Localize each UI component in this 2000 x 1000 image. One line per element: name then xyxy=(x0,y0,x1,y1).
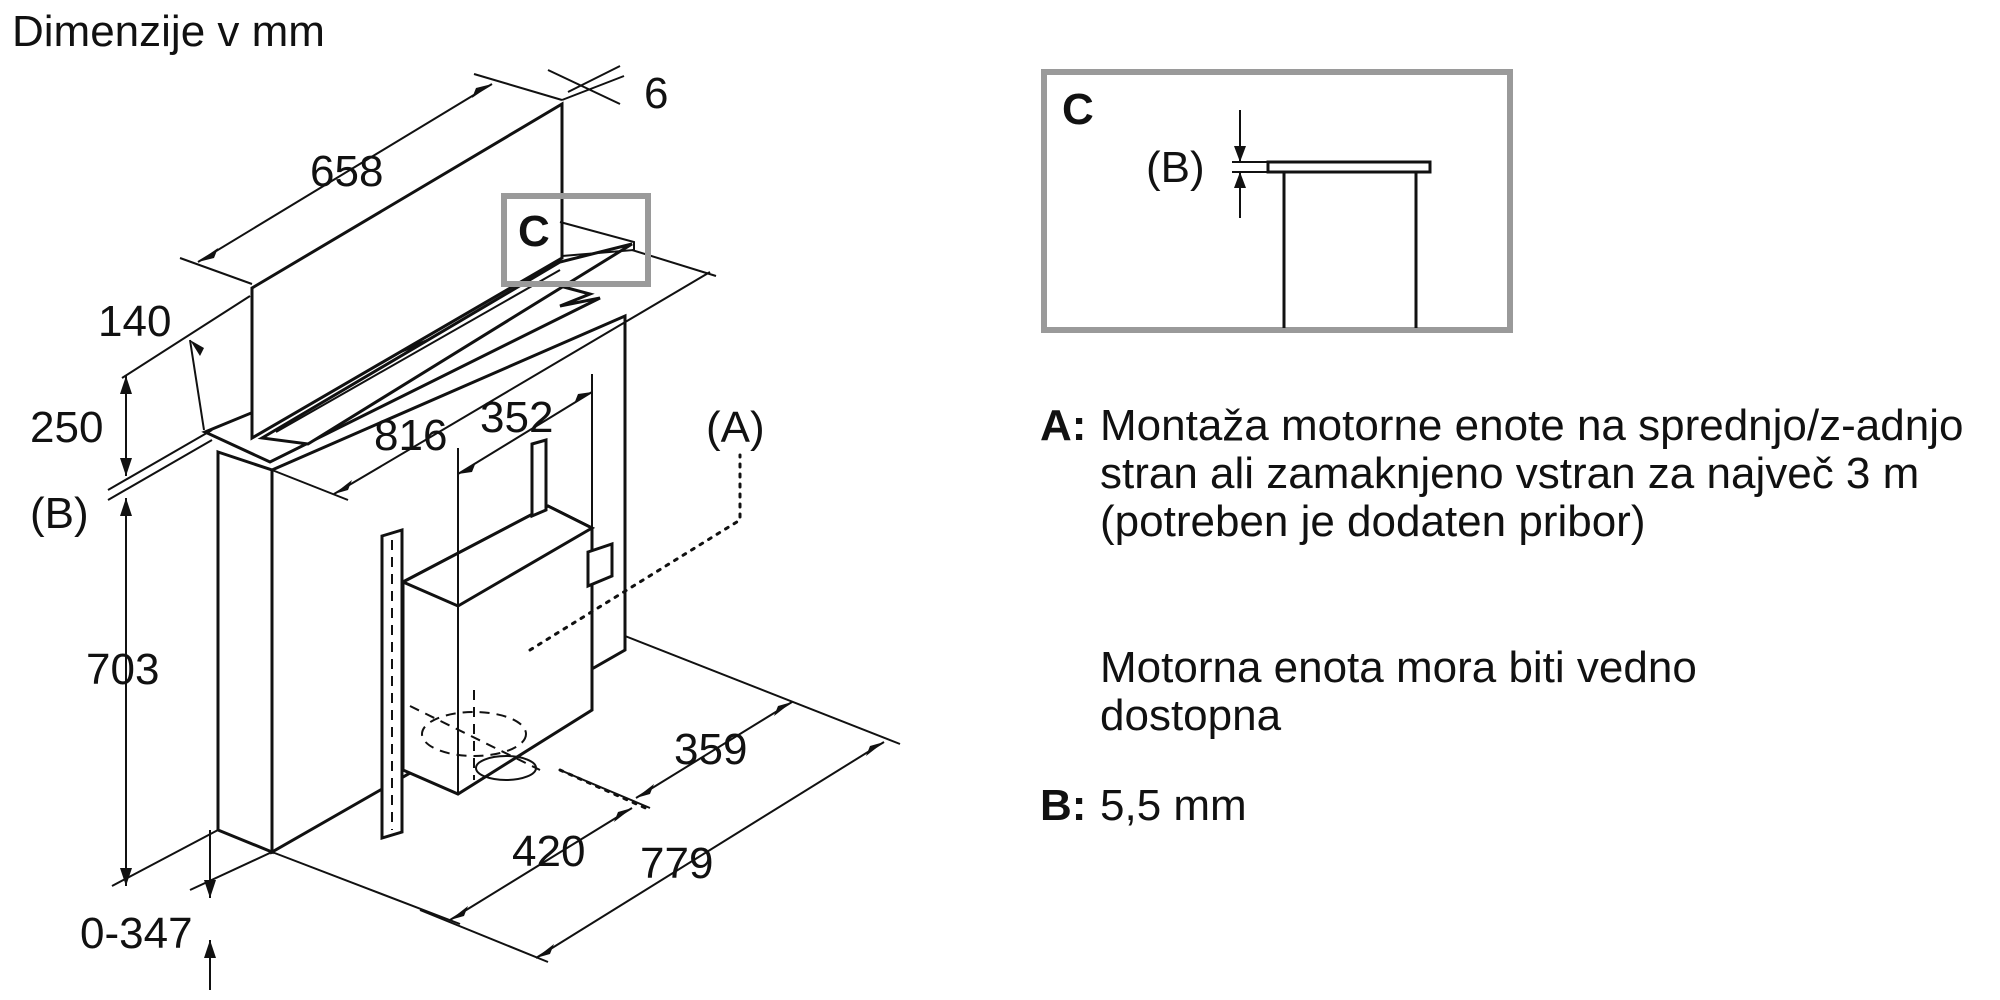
dim-label-779: 779 xyxy=(640,839,713,888)
arrow-703-top xyxy=(120,498,132,516)
arrow-779-right xyxy=(866,742,884,756)
motor-outlet-outline xyxy=(421,711,527,757)
glass-panel xyxy=(250,101,564,441)
dim-label-0-347: 0-347 xyxy=(80,909,193,958)
leader-a xyxy=(528,453,742,652)
panel-cap xyxy=(559,221,635,257)
motor-outlet-axis-1 xyxy=(409,705,541,771)
dim-line-420 xyxy=(449,807,633,921)
dim-line-140 xyxy=(189,339,205,431)
dim-ext-658-left xyxy=(179,257,253,285)
dim-ext-250-a xyxy=(107,429,213,491)
dim-label-816: 816 xyxy=(374,411,447,460)
motor-bracket xyxy=(586,541,614,589)
dim-label-6: 6 xyxy=(644,69,668,118)
arrow-352-right xyxy=(574,392,592,404)
arrow-359-right xyxy=(774,702,792,716)
arrow-140 xyxy=(190,340,204,356)
dim-ext-420-left xyxy=(271,851,461,925)
dim-line-779 xyxy=(535,741,885,959)
motor-fan-cylinder xyxy=(475,755,537,781)
arrow-703-bottom xyxy=(120,868,132,886)
dim-ext-779-left xyxy=(419,909,549,963)
dim-ext-658-right xyxy=(473,73,563,101)
detail-c-plate xyxy=(1266,160,1432,174)
panel-rail-inner-line xyxy=(275,269,561,433)
detail-c-callout-frame xyxy=(501,193,651,287)
dim-line-359 xyxy=(635,701,793,799)
dim-label-703: 703 xyxy=(86,645,159,694)
arrow-420-left xyxy=(450,906,468,920)
dim-line-352 xyxy=(457,391,593,475)
dim-ext-250-b xyxy=(107,439,213,501)
detail-c-frame xyxy=(1041,69,1513,333)
dim-label-140: 140 xyxy=(98,297,171,346)
arrow-352-left xyxy=(458,462,476,474)
dim-ext-816-left xyxy=(271,469,349,501)
dim-line-816 xyxy=(333,271,711,495)
housing-front-face xyxy=(216,449,274,855)
drawing-title: Dimenzije v mm xyxy=(12,7,325,56)
dim-label-352: 352 xyxy=(480,393,553,442)
dim-ext-6-b xyxy=(561,75,625,101)
legend-key-b: B: xyxy=(1040,781,1087,830)
dim-ext-703-bottom xyxy=(111,829,219,887)
legend-text-a: Montaža motorne enote na sprednjo/z-adnj… xyxy=(1100,401,1964,546)
dim-ext-359-top xyxy=(624,635,901,745)
legend-text-access: Motorna enota mora biti vedno dostopna xyxy=(1100,643,1697,740)
arrow-359-left xyxy=(636,784,654,798)
detail-c-arrow-top xyxy=(1234,146,1246,162)
dim-label-250: 250 xyxy=(30,403,103,452)
dim-line-658 xyxy=(197,83,493,263)
arrow-0-347-bottom xyxy=(204,940,216,958)
dim-ext-0-347 xyxy=(189,851,273,891)
arrow-0-347-top xyxy=(204,880,216,898)
detail-c-title: C xyxy=(1062,85,1094,134)
dim-label-658: 658 xyxy=(310,147,383,196)
marker-b-left: (B) xyxy=(30,489,89,538)
legend-key-a: A: xyxy=(1040,401,1087,450)
dim-label-420: 420 xyxy=(512,827,585,876)
arrow-816-left xyxy=(334,480,352,494)
dim-ext-6-a xyxy=(567,65,621,93)
air-pipe-right xyxy=(530,438,548,519)
dim-ext-359-bottom xyxy=(559,769,651,809)
arrow-658-left xyxy=(198,248,218,262)
arrow-250-bottom xyxy=(120,458,132,476)
detail-c-b-label: (B) xyxy=(1146,143,1205,192)
detail-c-callout-label: C xyxy=(518,207,550,256)
marker-a: (A) xyxy=(706,403,765,452)
arrow-779-left xyxy=(536,944,554,958)
dim-ext-140 xyxy=(121,295,251,379)
panel-rail xyxy=(257,242,633,446)
arrow-658-right xyxy=(472,84,492,98)
detail-c-arrow-bottom xyxy=(1234,172,1246,188)
arrow-420-right xyxy=(614,808,632,822)
dim-ext-816-right xyxy=(631,249,717,277)
dim-line-6 xyxy=(547,69,621,105)
arrow-250-top xyxy=(120,376,132,394)
dim-label-359: 359 xyxy=(674,725,747,774)
legend-text-b: 5,5 mm xyxy=(1100,781,1247,830)
